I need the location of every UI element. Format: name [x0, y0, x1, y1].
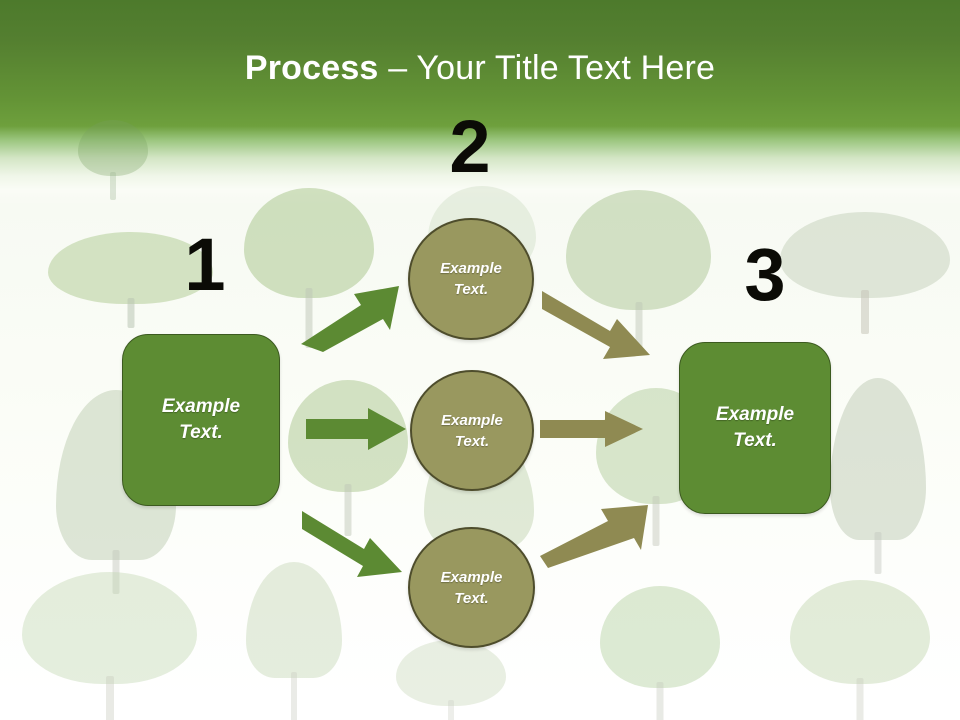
process-box-left[interactable]: Example Text.: [122, 334, 280, 506]
connector-bottom-circle-to-right-box: [538, 490, 658, 570]
connector-left-to-top-circle: [298, 278, 406, 354]
step-number-2: 2: [449, 105, 491, 188]
label-line-1: Example: [440, 568, 503, 586]
process-box-left-label: Example Text.: [162, 394, 240, 446]
tree-icon: [830, 378, 926, 574]
label-line-2: Text.: [453, 281, 489, 298]
tree-icon: [22, 572, 197, 720]
tree-icon: [780, 212, 950, 334]
tree-icon: [78, 120, 148, 200]
title-bold-part: Process: [244, 49, 379, 87]
slide-title: Process – Your Title Text Here: [0, 48, 960, 88]
process-circle-middle-label: Example Text.: [441, 410, 503, 452]
process-box-right-label: Example Text.: [716, 402, 794, 454]
tree-icon: [246, 562, 342, 720]
connector-left-to-middle-circle: [306, 408, 408, 452]
label-line-1: Example: [715, 404, 795, 425]
label-line-2: Text.: [454, 432, 490, 450]
process-circle-bottom-label: Example Text.: [441, 567, 503, 609]
step-number-3: 3: [744, 233, 786, 316]
connector-top-circle-to-right-box: [540, 285, 660, 365]
tree-icon: [244, 188, 374, 348]
label-line-1: Example: [440, 260, 502, 277]
label-line-1: Example: [161, 396, 241, 417]
tree-icon: [48, 232, 213, 328]
process-box-right[interactable]: Example Text.: [679, 342, 831, 514]
step-number-1: 1: [184, 223, 226, 306]
label-line-1: Example: [441, 411, 503, 429]
tree-icon: [600, 586, 720, 720]
title-separator: –: [378, 49, 417, 87]
connector-middle-circle-to-right-box: [540, 411, 645, 449]
process-circle-top[interactable]: Example Text.: [408, 218, 534, 340]
process-circle-middle[interactable]: Example Text.: [410, 370, 534, 491]
process-circle-bottom[interactable]: Example Text.: [408, 527, 535, 648]
tree-icon: [790, 580, 930, 720]
label-line-2: Text.: [454, 589, 489, 607]
process-circle-top-label: Example Text.: [440, 258, 502, 300]
label-line-2: Text.: [733, 430, 777, 451]
tree-icon: [566, 190, 711, 352]
tree-icon: [396, 640, 506, 720]
connector-left-to-bottom-circle: [300, 505, 410, 583]
title-rest-part: Your Title Text Here: [416, 49, 716, 87]
label-line-2: Text.: [179, 422, 223, 443]
